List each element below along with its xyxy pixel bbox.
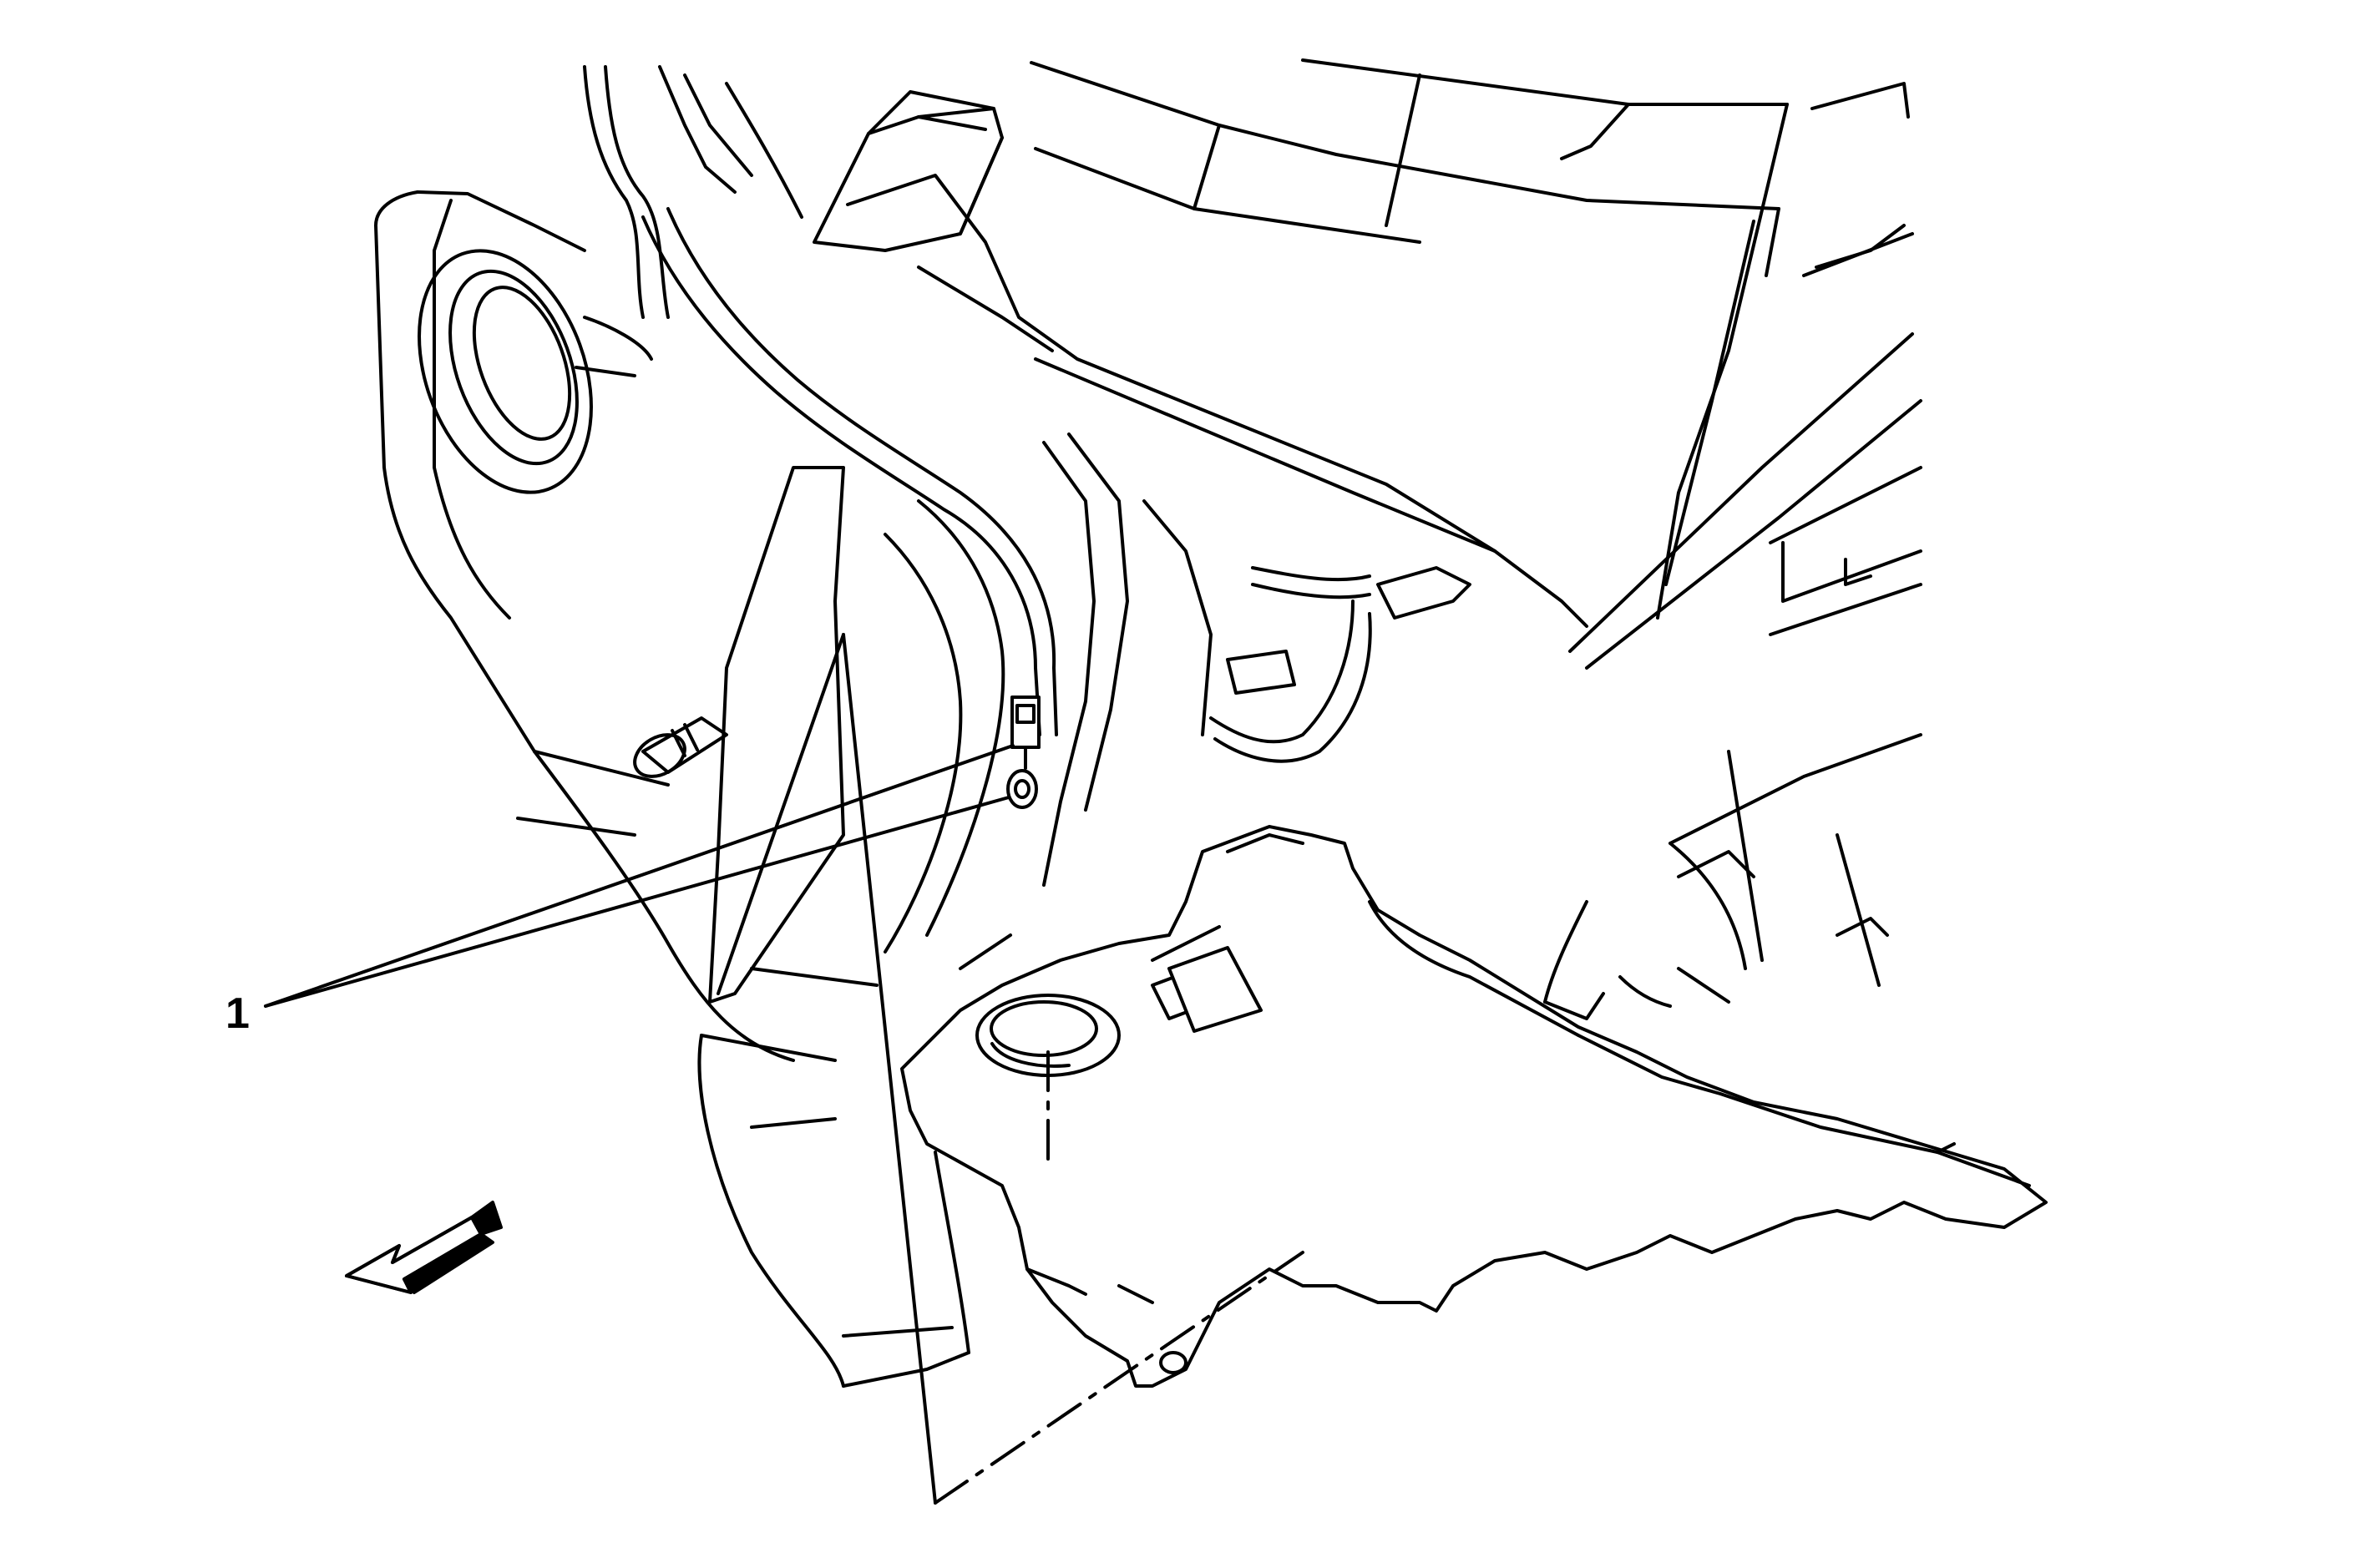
left-panel-trim	[374, 190, 879, 1062]
lower-kick-panel	[697, 1034, 970, 1388]
center-bracket	[708, 466, 1012, 1004]
right-side-module	[1568, 82, 1922, 987]
upper-harness	[583, 65, 1058, 736]
air-duct-block	[813, 90, 1004, 252]
mid-wiring	[1042, 432, 1471, 887]
door-sill	[1543, 842, 1956, 1154]
exploded-view-lines	[717, 633, 1304, 1505]
upper-panel-structure	[846, 58, 1789, 628]
callout-label-1: 1	[225, 989, 250, 1038]
mounting-bolt	[633, 716, 728, 778]
floor-panel	[900, 825, 2048, 1388]
ground-connector	[1006, 696, 1041, 809]
front-direction-arrow-icon	[345, 1201, 503, 1294]
callout-leaders	[264, 744, 1015, 1008]
speaker-housing	[418, 249, 653, 494]
